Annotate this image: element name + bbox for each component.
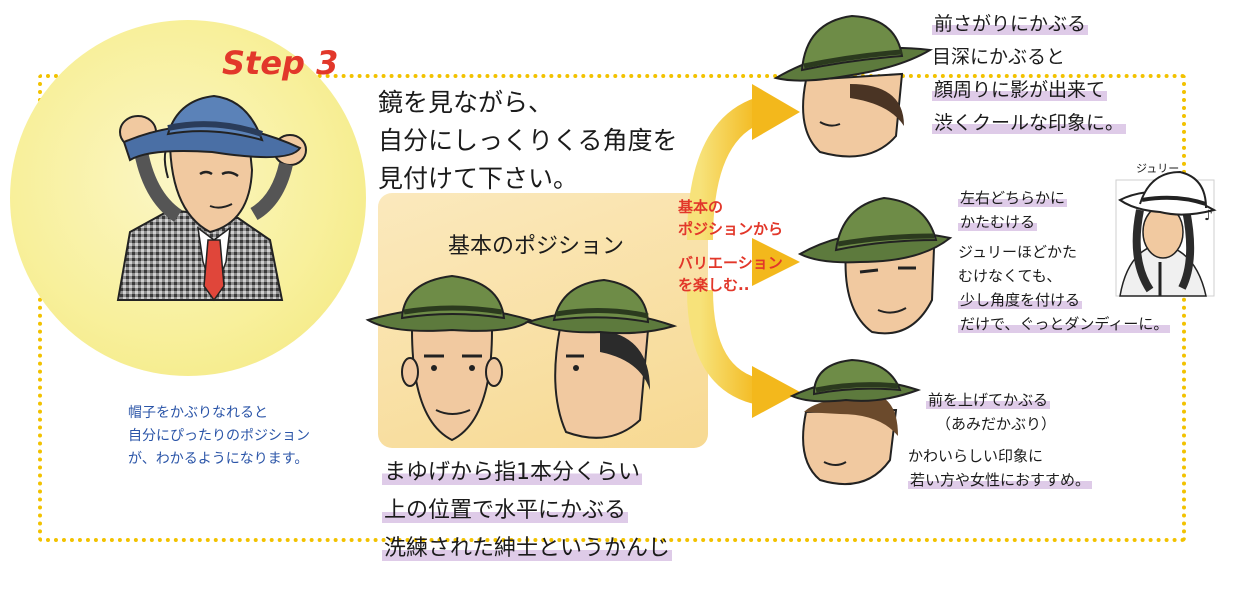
left-caption-line: 自分にぴったりのポジション	[128, 428, 310, 444]
variation-3-subtitle: （あみだかぶり）	[936, 415, 1057, 433]
left-caption-line: 帽子をかぶりなれると	[128, 405, 268, 421]
variation-2-title: かたむける	[958, 213, 1038, 231]
variation-2-detail: むけなくても、	[958, 267, 1062, 285]
left-caption: 帽子をかぶりなれると 自分にぴったりのポジション が、わかるようになります。	[128, 402, 310, 471]
intro-line: 自分にしっくりくる角度を	[378, 126, 678, 155]
step-label: Step 3	[222, 44, 339, 82]
variation-3-face-illustration	[789, 358, 922, 486]
variation-1-detail: 目深にかぶると	[932, 46, 1066, 68]
variation-3-detail: 若い方や女性におすすめ。	[908, 471, 1093, 489]
variation-1-face-illustration	[773, 14, 934, 158]
variation-arrows	[687, 84, 800, 418]
basic-position-title: 基本のポジション	[448, 234, 625, 259]
variation-2-face-illustration	[797, 196, 953, 335]
variation-label-line: 基本の	[678, 198, 724, 216]
basic-description-line: 洗練された紳士というかんじ	[382, 536, 673, 561]
variation-label-line: ポジションから	[678, 220, 784, 238]
variation-2-detail: 少し角度を付ける	[958, 291, 1083, 309]
variation-2-text: 左右どちらかに かたむける ジュリーほどかた むけなくても、 少し角度を付ける …	[958, 186, 1171, 336]
basic-position-description: まゆげから指1本分くらい 上の位置で水平にかぶる 洗練された紳士というかんじ	[382, 454, 673, 568]
variation-3-title: 前を上げてかぶる	[926, 391, 1051, 409]
variation-3-detail: かわいらしい印象に	[908, 447, 1044, 465]
julie-inset-label: ジュリー	[1136, 162, 1180, 175]
variation-1-detail: 顔周りに影が出来て	[932, 79, 1108, 101]
variation-label: 基本の ポジションから バリエーション を楽しむ..	[678, 196, 783, 296]
variation-2-title: 左右どちらかに	[958, 189, 1068, 207]
step-man-illustration	[116, 94, 307, 302]
variation-3-text: 前を上げてかぶる （あみだかぶり） かわいらしい印象に 若い方や女性におすすめ。	[908, 388, 1093, 492]
variation-2-detail: だけで、ぐっとダンディーに。	[958, 315, 1171, 333]
svg-text:♪: ♪	[1204, 208, 1213, 224]
variation-label-line: を楽しむ..	[678, 276, 750, 294]
intro-line: 鏡を見ながら、	[378, 88, 554, 117]
variation-label-line: バリエーション	[678, 254, 783, 272]
left-caption-line: が、わかるようになります。	[128, 451, 309, 467]
intro-text: 鏡を見ながら、 自分にしっくりくる角度を 見付けて下さい。	[378, 84, 678, 198]
julie-inset-illustration: ♪	[1115, 170, 1217, 297]
variation-2-detail: ジュリーほどかた	[958, 243, 1077, 261]
basic-description-line: 上の位置で水平にかぶる	[382, 498, 629, 523]
basic-front-face-illustration	[365, 274, 533, 442]
variation-1-text: 前さがりにかぶる 目深にかぶると 顔周りに影が出来て 渋くクールな印象に。	[932, 8, 1127, 140]
variation-1-detail: 渋くクールな印象に。	[932, 112, 1127, 134]
basic-side-face-illustration	[524, 278, 678, 439]
basic-description-line: まゆげから指1本分くらい	[382, 460, 642, 485]
variation-1-title: 前さがりにかぶる	[932, 13, 1089, 35]
intro-line: 見付けて下さい。	[378, 164, 579, 193]
